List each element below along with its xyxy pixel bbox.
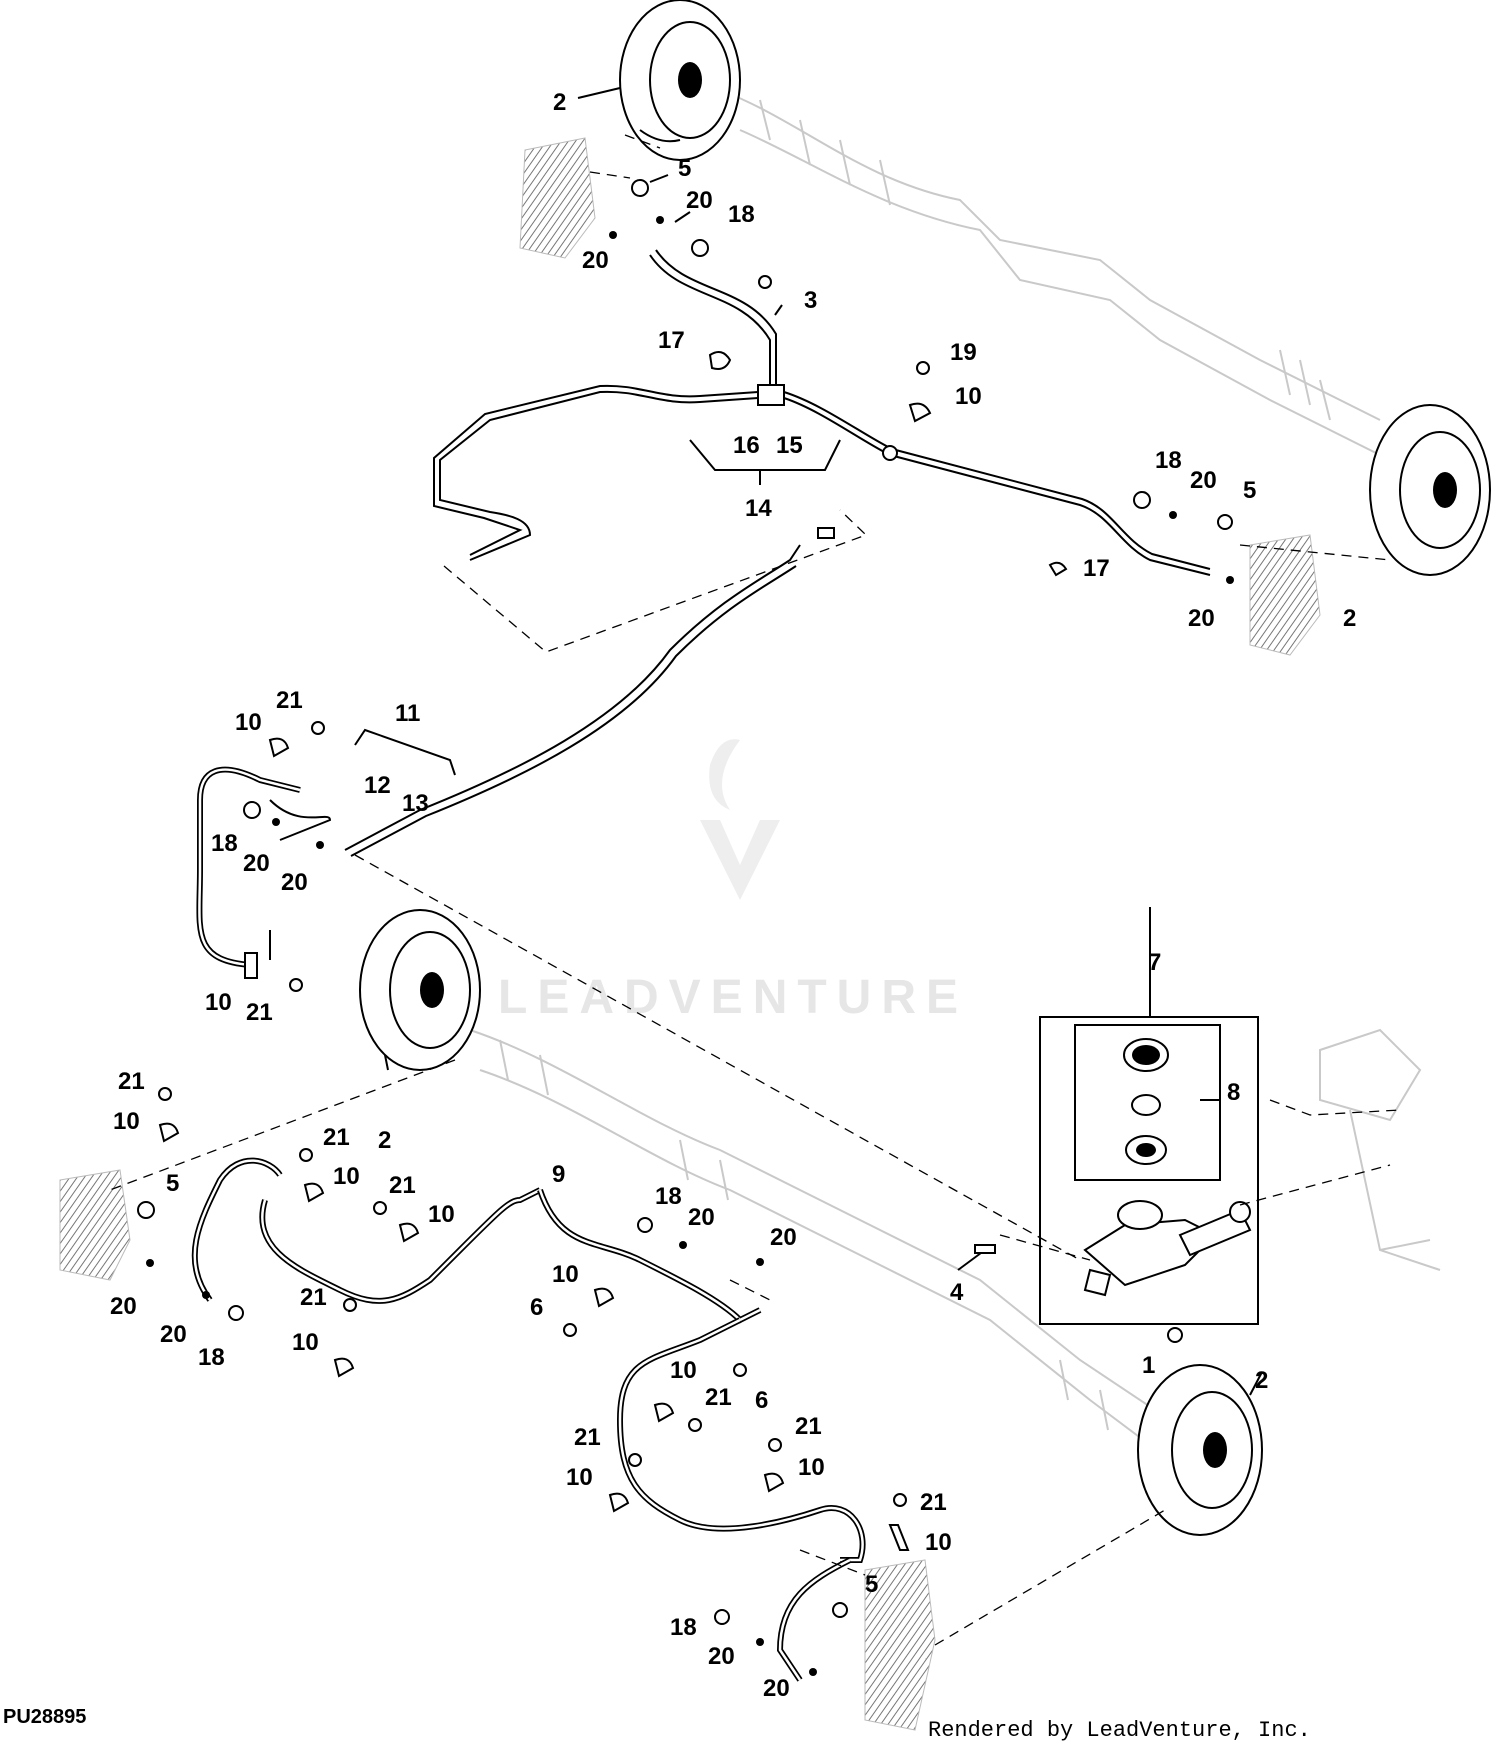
callout-20: 20 <box>686 187 713 214</box>
reference-lines <box>109 134 1401 1646</box>
callout-5: 5 <box>865 1571 878 1598</box>
callout-3: 3 <box>804 287 817 314</box>
callout-8: 8 <box>1227 1079 1240 1106</box>
brake-line-13 <box>344 544 801 851</box>
callout-18: 18 <box>211 830 238 857</box>
brake-master-cylinder <box>1083 1200 1252 1297</box>
callout-10: 10 <box>925 1529 952 1556</box>
callout-20: 20 <box>281 869 308 896</box>
callout-6: 6 <box>530 1294 543 1321</box>
callout-10: 10 <box>235 709 262 736</box>
leader-lines <box>354 87 1263 1396</box>
callout-21: 21 <box>574 1424 601 1451</box>
callout-2: 2 <box>553 89 566 116</box>
front-brake-hoses <box>191 1157 866 1682</box>
front-right-knuckle <box>864 1559 936 1731</box>
callout-10: 10 <box>205 989 232 1016</box>
rear-axle-ghost <box>719 89 1381 456</box>
front-right-brake-disc <box>1137 1364 1263 1536</box>
callout-21: 21 <box>920 1489 947 1516</box>
callout-7: 7 <box>1148 949 1161 976</box>
callout-13: 13 <box>402 790 429 817</box>
callout-18: 18 <box>198 1344 225 1371</box>
callout-20: 20 <box>763 1675 790 1702</box>
callout-20: 20 <box>160 1321 187 1348</box>
callout-20: 20 <box>688 1204 715 1231</box>
front-left-brake-disc <box>359 909 481 1071</box>
watermark-text: LEADVENTURE <box>498 971 968 1024</box>
callout-20: 20 <box>1188 605 1215 632</box>
figure-id: PU28895 <box>3 1706 87 1728</box>
callout-20: 20 <box>110 1293 137 1320</box>
callout-16: 16 <box>733 432 760 459</box>
callout-5: 5 <box>678 155 691 182</box>
watermark-logo <box>700 739 780 900</box>
rear-left-brake-disc <box>619 0 741 161</box>
callout-10: 10 <box>113 1108 140 1135</box>
callout-21: 21 <box>323 1124 350 1151</box>
rear-left-knuckle <box>519 137 596 259</box>
front-axle-ghost <box>469 1029 1171 1461</box>
callout-17: 17 <box>1083 555 1110 582</box>
callout-18: 18 <box>728 201 755 228</box>
callout-4: 4 <box>950 1279 964 1306</box>
callout-9: 9 <box>552 1161 565 1188</box>
rear-right-brake-disc <box>1369 404 1491 576</box>
callout-10: 10 <box>566 1464 593 1491</box>
rear-right-knuckle <box>1249 534 1321 656</box>
callout-labels: 2 5 20 18 20 3 17 19 10 16 15 14 18 20 5… <box>110 89 1356 1702</box>
callout-10: 10 <box>428 1201 455 1228</box>
callout-6: 6 <box>755 1387 768 1414</box>
render-credit: Rendered by LeadVenture, Inc. <box>928 1718 1311 1743</box>
callout-21: 21 <box>795 1413 822 1440</box>
fasteners <box>137 179 1234 1676</box>
callout-10: 10 <box>955 383 982 410</box>
callout-20: 20 <box>582 247 609 274</box>
front-left-hose-assembly <box>196 766 332 968</box>
callout-21: 21 <box>389 1172 416 1199</box>
callout-20: 20 <box>770 1224 797 1251</box>
callout-10: 10 <box>798 1454 825 1481</box>
callout-20: 20 <box>1190 467 1217 494</box>
callout-19: 19 <box>950 339 977 366</box>
callout-10: 10 <box>333 1163 360 1190</box>
callout-10: 10 <box>292 1329 319 1356</box>
callout-5: 5 <box>166 1170 179 1197</box>
callout-18: 18 <box>670 1614 697 1641</box>
callout-21: 21 <box>276 687 303 714</box>
callout-10: 10 <box>670 1357 697 1384</box>
callout-17: 17 <box>658 327 685 354</box>
callout-15: 15 <box>776 432 803 459</box>
callout-18: 18 <box>655 1183 682 1210</box>
callout-12: 12 <box>364 772 391 799</box>
callout-2: 2 <box>1255 1367 1268 1394</box>
callout-10: 10 <box>552 1261 579 1288</box>
callout-18: 18 <box>1155 447 1182 474</box>
callout-11: 11 <box>395 700 420 727</box>
callout-21: 21 <box>705 1384 732 1411</box>
brake-pedal-ghost <box>1319 1028 1441 1271</box>
callout-21: 21 <box>246 999 273 1026</box>
callout-2: 2 <box>378 1127 391 1154</box>
callout-21: 21 <box>118 1068 145 1095</box>
callout-20: 20 <box>243 850 270 877</box>
front-left-knuckle <box>59 1169 131 1281</box>
callout-20: 20 <box>708 1643 735 1670</box>
rear-brake-lines <box>433 249 1211 576</box>
callout-14: 14 <box>745 495 772 522</box>
callout-21: 21 <box>300 1284 327 1311</box>
callout-2: 2 <box>1343 605 1356 632</box>
callout-5: 5 <box>1243 477 1256 504</box>
callout-1: 1 <box>1142 1352 1155 1379</box>
